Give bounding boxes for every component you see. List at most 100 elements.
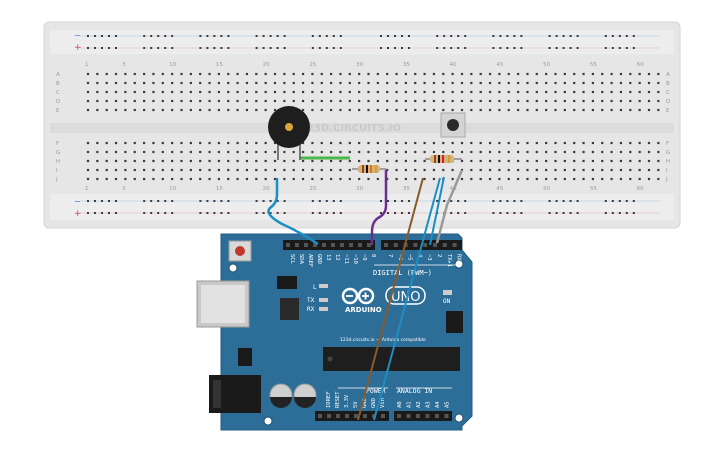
- breadboard-hole[interactable]: [479, 177, 482, 181]
- rail-hole[interactable]: [318, 212, 321, 214]
- breadboard-hole[interactable]: [376, 159, 379, 163]
- breadboard-hole[interactable]: [96, 108, 99, 112]
- breadboard-hole[interactable]: [554, 108, 557, 112]
- rail-hole[interactable]: [150, 35, 153, 37]
- rail-hole[interactable]: [555, 212, 558, 214]
- breadboard-hole[interactable]: [143, 150, 146, 154]
- breadboard-hole[interactable]: [161, 72, 164, 76]
- breadboard-hole[interactable]: [143, 177, 146, 181]
- rail-hole[interactable]: [339, 212, 342, 214]
- breadboard-hole[interactable]: [498, 90, 501, 94]
- breadboard-hole[interactable]: [152, 168, 155, 172]
- breadboard-hole[interactable]: [171, 159, 174, 163]
- breadboard-hole[interactable]: [208, 150, 211, 154]
- breadboard-hole[interactable]: [517, 90, 520, 94]
- breadboard-hole[interactable]: [217, 141, 220, 145]
- breadboard-hole[interactable]: [86, 90, 90, 94]
- breadboard-hole[interactable]: [498, 141, 501, 145]
- breadboard-hole[interactable]: [301, 150, 305, 154]
- breadboard-hole[interactable]: [573, 99, 576, 103]
- rail-hole[interactable]: [171, 212, 174, 214]
- breadboard-hole[interactable]: [526, 168, 529, 172]
- breadboard-hole[interactable]: [657, 72, 660, 76]
- breadboard-hole[interactable]: [311, 150, 314, 154]
- breadboard-hole[interactable]: [526, 81, 529, 85]
- analog-header[interactable]: [394, 411, 452, 421]
- breadboard-hole[interactable]: [545, 72, 548, 76]
- breadboard-hole[interactable]: [180, 150, 183, 154]
- breadboard-hole[interactable]: [629, 168, 632, 172]
- rail-hole[interactable]: [276, 200, 279, 202]
- breadboard-hole[interactable]: [460, 72, 464, 76]
- breadboard-hole[interactable]: [348, 81, 351, 85]
- rail-hole[interactable]: [220, 200, 223, 202]
- breadboard-hole[interactable]: [189, 159, 192, 163]
- breadboard-hole[interactable]: [414, 81, 417, 85]
- breadboard-hole[interactable]: [171, 108, 174, 112]
- wire-blue-short[interactable]: [429, 176, 445, 246]
- rail-hole[interactable]: [283, 35, 286, 37]
- breadboard-hole[interactable]: [339, 150, 342, 154]
- breadboard-hole[interactable]: [245, 72, 249, 76]
- rail-hole[interactable]: [220, 47, 223, 49]
- breadboard-hole[interactable]: [330, 168, 333, 172]
- breadboard-hole[interactable]: [86, 159, 90, 163]
- breadboard-hole[interactable]: [451, 108, 454, 112]
- breadboard-hole[interactable]: [180, 168, 183, 172]
- breadboard-hole[interactable]: [638, 72, 641, 76]
- breadboard-hole[interactable]: [171, 150, 174, 154]
- breadboard-hole[interactable]: [143, 81, 146, 85]
- breadboard-hole[interactable]: [601, 81, 604, 85]
- breadboard-hole[interactable]: [283, 81, 286, 85]
- breadboard-hole[interactable]: [199, 141, 202, 145]
- breadboard-hole[interactable]: [180, 72, 183, 76]
- breadboard-hole[interactable]: [498, 177, 501, 181]
- rail-hole[interactable]: [555, 35, 558, 37]
- rail-hole[interactable]: [262, 200, 265, 202]
- breadboard-hole[interactable]: [554, 90, 557, 94]
- breadboard-hole[interactable]: [367, 150, 370, 154]
- breadboard-hole[interactable]: [264, 108, 267, 112]
- rail-hole[interactable]: [199, 200, 202, 202]
- rail-hole[interactable]: [555, 47, 558, 49]
- wire-blue-buzzer[interactable]: [267, 178, 319, 246]
- breadboard-hole[interactable]: [292, 159, 295, 163]
- breadboard-hole[interactable]: [470, 90, 473, 94]
- rail-hole[interactable]: [87, 200, 89, 202]
- breadboard-hole[interactable]: [236, 159, 239, 163]
- rail-hole[interactable]: [283, 212, 286, 214]
- rail-hole[interactable]: [618, 200, 621, 202]
- breadboard-hole[interactable]: [488, 168, 492, 172]
- breadboard-hole[interactable]: [320, 99, 323, 103]
- breadboard-hole[interactable]: [535, 159, 538, 163]
- breadboard-hole[interactable]: [283, 159, 286, 163]
- breadboard-hole[interactable]: [432, 99, 436, 103]
- rail-hole[interactable]: [115, 35, 117, 37]
- breadboard-hole[interactable]: [517, 81, 520, 85]
- breadboard-hole[interactable]: [199, 177, 202, 181]
- rail-hole[interactable]: [632, 212, 635, 214]
- rail-hole[interactable]: [115, 212, 117, 214]
- breadboard-hole[interactable]: [395, 72, 398, 76]
- breadboard-hole[interactable]: [358, 159, 361, 163]
- breadboard-hole[interactable]: [488, 159, 492, 163]
- breadboard-hole[interactable]: [451, 81, 454, 85]
- breadboard-hole[interactable]: [180, 90, 183, 94]
- breadboard-hole[interactable]: [488, 72, 492, 76]
- rail-hole[interactable]: [262, 35, 265, 37]
- breadboard-hole[interactable]: [526, 177, 529, 181]
- breadboard-hole[interactable]: [199, 150, 202, 154]
- breadboard-hole[interactable]: [414, 90, 417, 94]
- rail-hole[interactable]: [164, 212, 167, 214]
- breadboard-hole[interactable]: [460, 81, 464, 85]
- header-pin[interactable]: [442, 243, 447, 247]
- breadboard-hole[interactable]: [526, 159, 529, 163]
- breadboard-hole[interactable]: [488, 99, 492, 103]
- rail-hole[interactable]: [269, 35, 272, 37]
- breadboard-hole[interactable]: [339, 141, 342, 145]
- breadboard-hole[interactable]: [498, 150, 501, 154]
- breadboard-hole[interactable]: [273, 99, 277, 103]
- breadboard-hole[interactable]: [629, 177, 632, 181]
- breadboard-hole[interactable]: [507, 99, 510, 103]
- breadboard-hole[interactable]: [610, 177, 613, 181]
